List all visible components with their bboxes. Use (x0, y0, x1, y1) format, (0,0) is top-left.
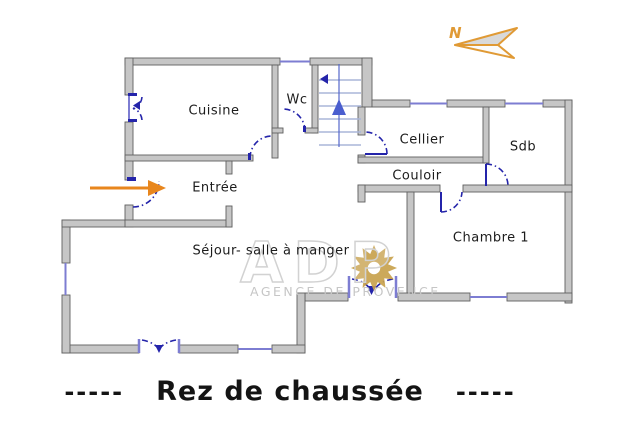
wall-segment (304, 127, 319, 134)
doors (127, 93, 509, 353)
sun-logo-icon (351, 245, 397, 291)
wall-segment (124, 57, 281, 66)
wall-segment (361, 57, 373, 108)
door-swing (364, 131, 388, 155)
room-label-entree: Entrée (192, 180, 238, 196)
caption: ----- Rez de chaussée ----- (0, 376, 580, 407)
wall-segment (564, 99, 573, 304)
wall-segment (124, 154, 254, 162)
wall-segment (446, 99, 506, 108)
door-swing (374, 278, 394, 290)
room-label-sdb: Sdb (509, 139, 537, 155)
door-swing (440, 191, 463, 213)
wall-segment (357, 156, 489, 164)
door-swing (141, 339, 159, 349)
wall-segment (406, 191, 415, 294)
wall-segment (357, 106, 366, 136)
door-swing (282, 108, 306, 132)
entrance-arrow-head (148, 180, 166, 196)
wall-segment (61, 219, 134, 228)
wall-segment (225, 160, 233, 175)
wall-segment (506, 292, 573, 302)
north-arrow-lower-wing (454, 44, 515, 59)
room-label-couloir: Couloir (392, 168, 442, 184)
wall-segment (124, 121, 134, 181)
wall-segment (271, 127, 284, 134)
door-arrow-icon (155, 345, 163, 353)
north-arrow-icon: N (449, 24, 518, 59)
windows (64, 60, 543, 350)
door-swing (249, 135, 273, 159)
wall-segment (482, 106, 490, 164)
stair-up-arrow-icon (332, 99, 346, 115)
caption-dashes-left: ----- (64, 377, 125, 406)
wall-segment (371, 99, 411, 108)
room-label-cuisine: Cuisine (188, 103, 240, 119)
door-jamb (127, 177, 136, 181)
casement-jamb (128, 119, 137, 122)
wall-segment (124, 219, 233, 228)
wall-segment (462, 184, 573, 193)
door-swing (485, 163, 509, 187)
wall-segment (61, 294, 71, 354)
casement-arrow-icon (133, 101, 140, 110)
wall-segment (271, 64, 279, 159)
wall-segment (124, 57, 134, 96)
wall-segment (357, 184, 366, 203)
door-swing (159, 339, 177, 349)
wall-segment (296, 292, 306, 354)
page-title: Rez de chaussée (156, 376, 424, 407)
interior-walls (124, 64, 573, 294)
stairs (319, 64, 361, 147)
wall-segment (225, 205, 233, 228)
entrance-arrow-icon (90, 180, 166, 196)
north-arrow-upper-wing (454, 27, 518, 46)
room-label-wc: Wc (286, 92, 308, 108)
room-label-cellier: Cellier (399, 132, 445, 148)
wall-segment (311, 64, 319, 134)
compass-n-label: N (449, 24, 462, 42)
wall-segment (178, 344, 239, 354)
watermark-subtitle: AGENCE DE PROVENCE (250, 284, 441, 299)
wall-segment (124, 204, 134, 222)
wall-segment (271, 344, 306, 354)
casement-jamb (128, 93, 137, 96)
wall-segment (357, 184, 441, 193)
watermark-brand: ADP (239, 231, 401, 296)
room-label-chambre1: Chambre 1 (452, 230, 530, 246)
casement-swing (132, 107, 143, 121)
room-label-sejour: Séjour- salle à manger (192, 243, 350, 259)
caption-dashes-right: ----- (455, 377, 516, 406)
wall-segment (61, 344, 140, 354)
stair-entry-arrow-icon (320, 74, 328, 84)
